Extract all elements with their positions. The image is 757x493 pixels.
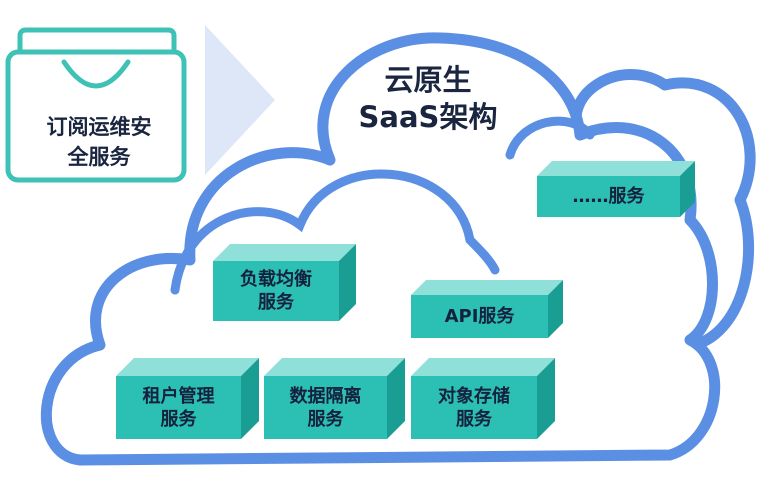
box-object-storage-line2: 服务 [456,408,492,430]
bag-label-line2: 全服务 [67,145,131,169]
box-load-balancing [213,244,356,321]
cloud-title-line1: 云原生 [384,63,472,97]
box-tenant-management-line2: 服务 [160,408,197,430]
box-tenant-management [116,358,259,439]
box-api-line1: API服务 [444,306,515,327]
box-load-balancing-label: 负载均衡 服务 [213,261,339,321]
box-object-storage-label: 对象存储 服务 [411,376,537,439]
box-more-services-line1: ……服务 [572,186,645,207]
box-data-isolation-line1: 数据隔离 [289,385,362,407]
box-more-services [537,161,695,217]
box-load-balancing-line1: 负载均衡 [240,269,312,290]
bag-label-line1: 订阅运维安 [46,115,152,139]
box-data-isolation [264,358,405,439]
box-object-storage [411,358,555,439]
cloud-title-line2: SaaS架构 [358,100,498,134]
box-api-label: API服务 [411,295,548,338]
box-api [411,280,563,338]
shopping-bag-icon [5,27,187,183]
box-more-services-label: ……服务 [537,176,680,217]
bag-label: 订阅运维安 全服务 [14,112,184,172]
box-data-isolation-line2: 服务 [307,408,344,430]
box-tenant-management-line1: 租户管理 [142,385,215,407]
cloud-title: 云原生 SaaS架构 [318,62,538,136]
arrow-icon [205,25,275,175]
box-tenant-management-label: 租户管理 服务 [116,376,241,439]
box-data-isolation-label: 数据隔离 服务 [264,376,387,439]
box-load-balancing-line2: 服务 [258,292,294,313]
box-object-storage-line1: 对象存储 [438,385,510,407]
